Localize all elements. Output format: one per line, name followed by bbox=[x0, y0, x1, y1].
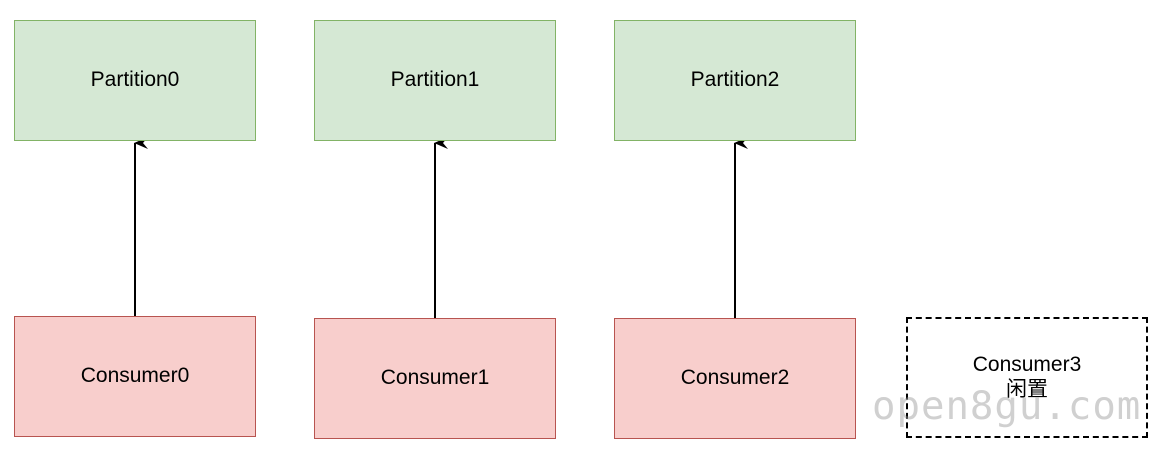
partition-0-label: Partition0 bbox=[90, 68, 180, 92]
consumer-1-label: Consumer1 bbox=[380, 366, 490, 390]
partition-0-box: Partition0 bbox=[14, 20, 256, 141]
partition-1-box: Partition1 bbox=[314, 20, 556, 141]
consumer-0-box: Consumer0 bbox=[14, 316, 256, 437]
consumer-1-box: Consumer1 bbox=[314, 318, 556, 439]
consumer-2-box: Consumer2 bbox=[614, 318, 856, 439]
consumer-3-status: 闲置 bbox=[1006, 377, 1048, 401]
consumer-3-label: Consumer3 bbox=[972, 353, 1082, 377]
consumer-2-label: Consumer2 bbox=[680, 366, 790, 390]
consumer-0-label: Consumer0 bbox=[80, 364, 190, 388]
partition-1-label: Partition1 bbox=[390, 68, 480, 92]
partition-2-label: Partition2 bbox=[690, 68, 780, 92]
consumer-3-idle-box: Consumer3 闲置 bbox=[906, 317, 1148, 438]
partition-2-box: Partition2 bbox=[614, 20, 856, 141]
